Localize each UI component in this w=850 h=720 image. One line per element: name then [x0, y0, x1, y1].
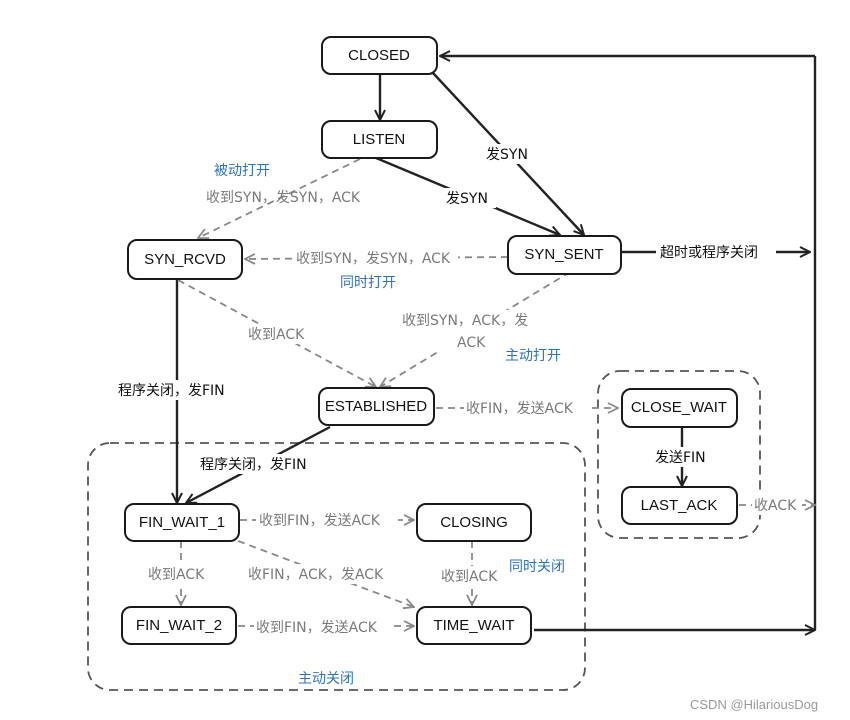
- state-fin-wait-2-label: FIN_WAIT_2: [136, 617, 222, 634]
- label-close-wait-to-last-ack: 发送FIN: [655, 450, 706, 466]
- label-established-to-fin-wait-1: 程序关闭，发FIN: [200, 457, 307, 473]
- state-closed-label: CLOSED: [348, 47, 410, 64]
- label-last-ack-to-closed: 收ACK: [754, 498, 797, 514]
- label-syn-sent-to-syn-rcvd: 收到SYN，发SYN，ACK: [296, 251, 451, 267]
- note-active-open: 主动打开: [505, 347, 561, 364]
- note-passive-open: 被动打开: [214, 162, 270, 179]
- state-close-wait-label: CLOSE_WAIT: [631, 399, 727, 416]
- state-syn-rcvd: SYN_RCVD: [127, 239, 243, 280]
- arrow-syn-sent-to-syn-rcvd: [245, 257, 509, 259]
- label-fin-wait-1-to-closing: 收到FIN，发送ACK: [259, 513, 381, 529]
- state-closing: CLOSING: [416, 503, 532, 542]
- label-syn-rcvd-to-established: 收到ACK: [248, 327, 305, 343]
- label-syn-sent-timeout: 超时或程序关闭: [660, 245, 758, 261]
- state-closing-label: CLOSING: [440, 514, 508, 531]
- arrow-fin-wait-1-to-time-wait: [237, 540, 414, 607]
- state-last-ack-label: LAST_ACK: [641, 497, 718, 514]
- state-time-wait: TIME_WAIT: [416, 606, 532, 645]
- label-established-to-close-wait: 收FIN，发送ACK: [466, 401, 574, 417]
- state-time-wait-label: TIME_WAIT: [433, 617, 514, 634]
- state-established: ESTABLISHED: [318, 387, 435, 426]
- state-established-label: ESTABLISHED: [325, 398, 427, 415]
- label-closing-to-time-wait: 收到ACK: [441, 569, 498, 585]
- state-fin-wait-1-label: FIN_WAIT_1: [139, 514, 225, 531]
- state-fin-wait-1: FIN_WAIT_1: [124, 503, 240, 542]
- watermark: CSDN @HilariousDog: [690, 697, 818, 712]
- arrow-listen-to-syn-rcvd: [198, 158, 361, 238]
- note-simultaneous-close: 同时关闭: [509, 559, 565, 575]
- state-syn-rcvd-label: SYN_RCVD: [144, 251, 226, 268]
- label-fin-wait-1-to-fin-wait-2: 收到ACK: [148, 567, 205, 583]
- label-syn-sent-to-established-2: ACK: [457, 335, 486, 351]
- state-closed: CLOSED: [321, 36, 438, 75]
- label-syn-rcvd-to-fin-wait-1: 程序关闭，发FIN: [118, 383, 225, 399]
- state-listen-label: LISTEN: [353, 131, 406, 148]
- note-simultaneous-open: 同时打开: [340, 274, 396, 291]
- state-listen: LISTEN: [321, 120, 438, 159]
- state-syn-sent: SYN_SENT: [507, 235, 622, 275]
- label-fin-wait-2-to-time-wait: 收到FIN，发送ACK: [256, 620, 378, 636]
- label-fin-wait-1-to-time-wait: 收FIN，ACK，发ACK: [248, 567, 384, 583]
- state-close-wait: CLOSE_WAIT: [621, 388, 738, 428]
- state-fin-wait-2: FIN_WAIT_2: [121, 606, 237, 645]
- label-listen-to-syn-sent: 发SYN: [446, 191, 488, 207]
- state-syn-sent-label: SYN_SENT: [524, 246, 603, 263]
- label-closed-to-syn-sent: 发SYN: [486, 147, 528, 163]
- state-last-ack: LAST_ACK: [621, 486, 738, 525]
- label-listen-to-syn-rcvd: 收到SYN，发SYN，ACK: [206, 190, 361, 206]
- passive-close-group: [597, 370, 761, 539]
- label-syn-sent-to-established-1: 收到SYN，ACK，发: [402, 313, 528, 329]
- active-close-group: [87, 442, 586, 691]
- note-active-close: 主动关闭: [298, 671, 354, 687]
